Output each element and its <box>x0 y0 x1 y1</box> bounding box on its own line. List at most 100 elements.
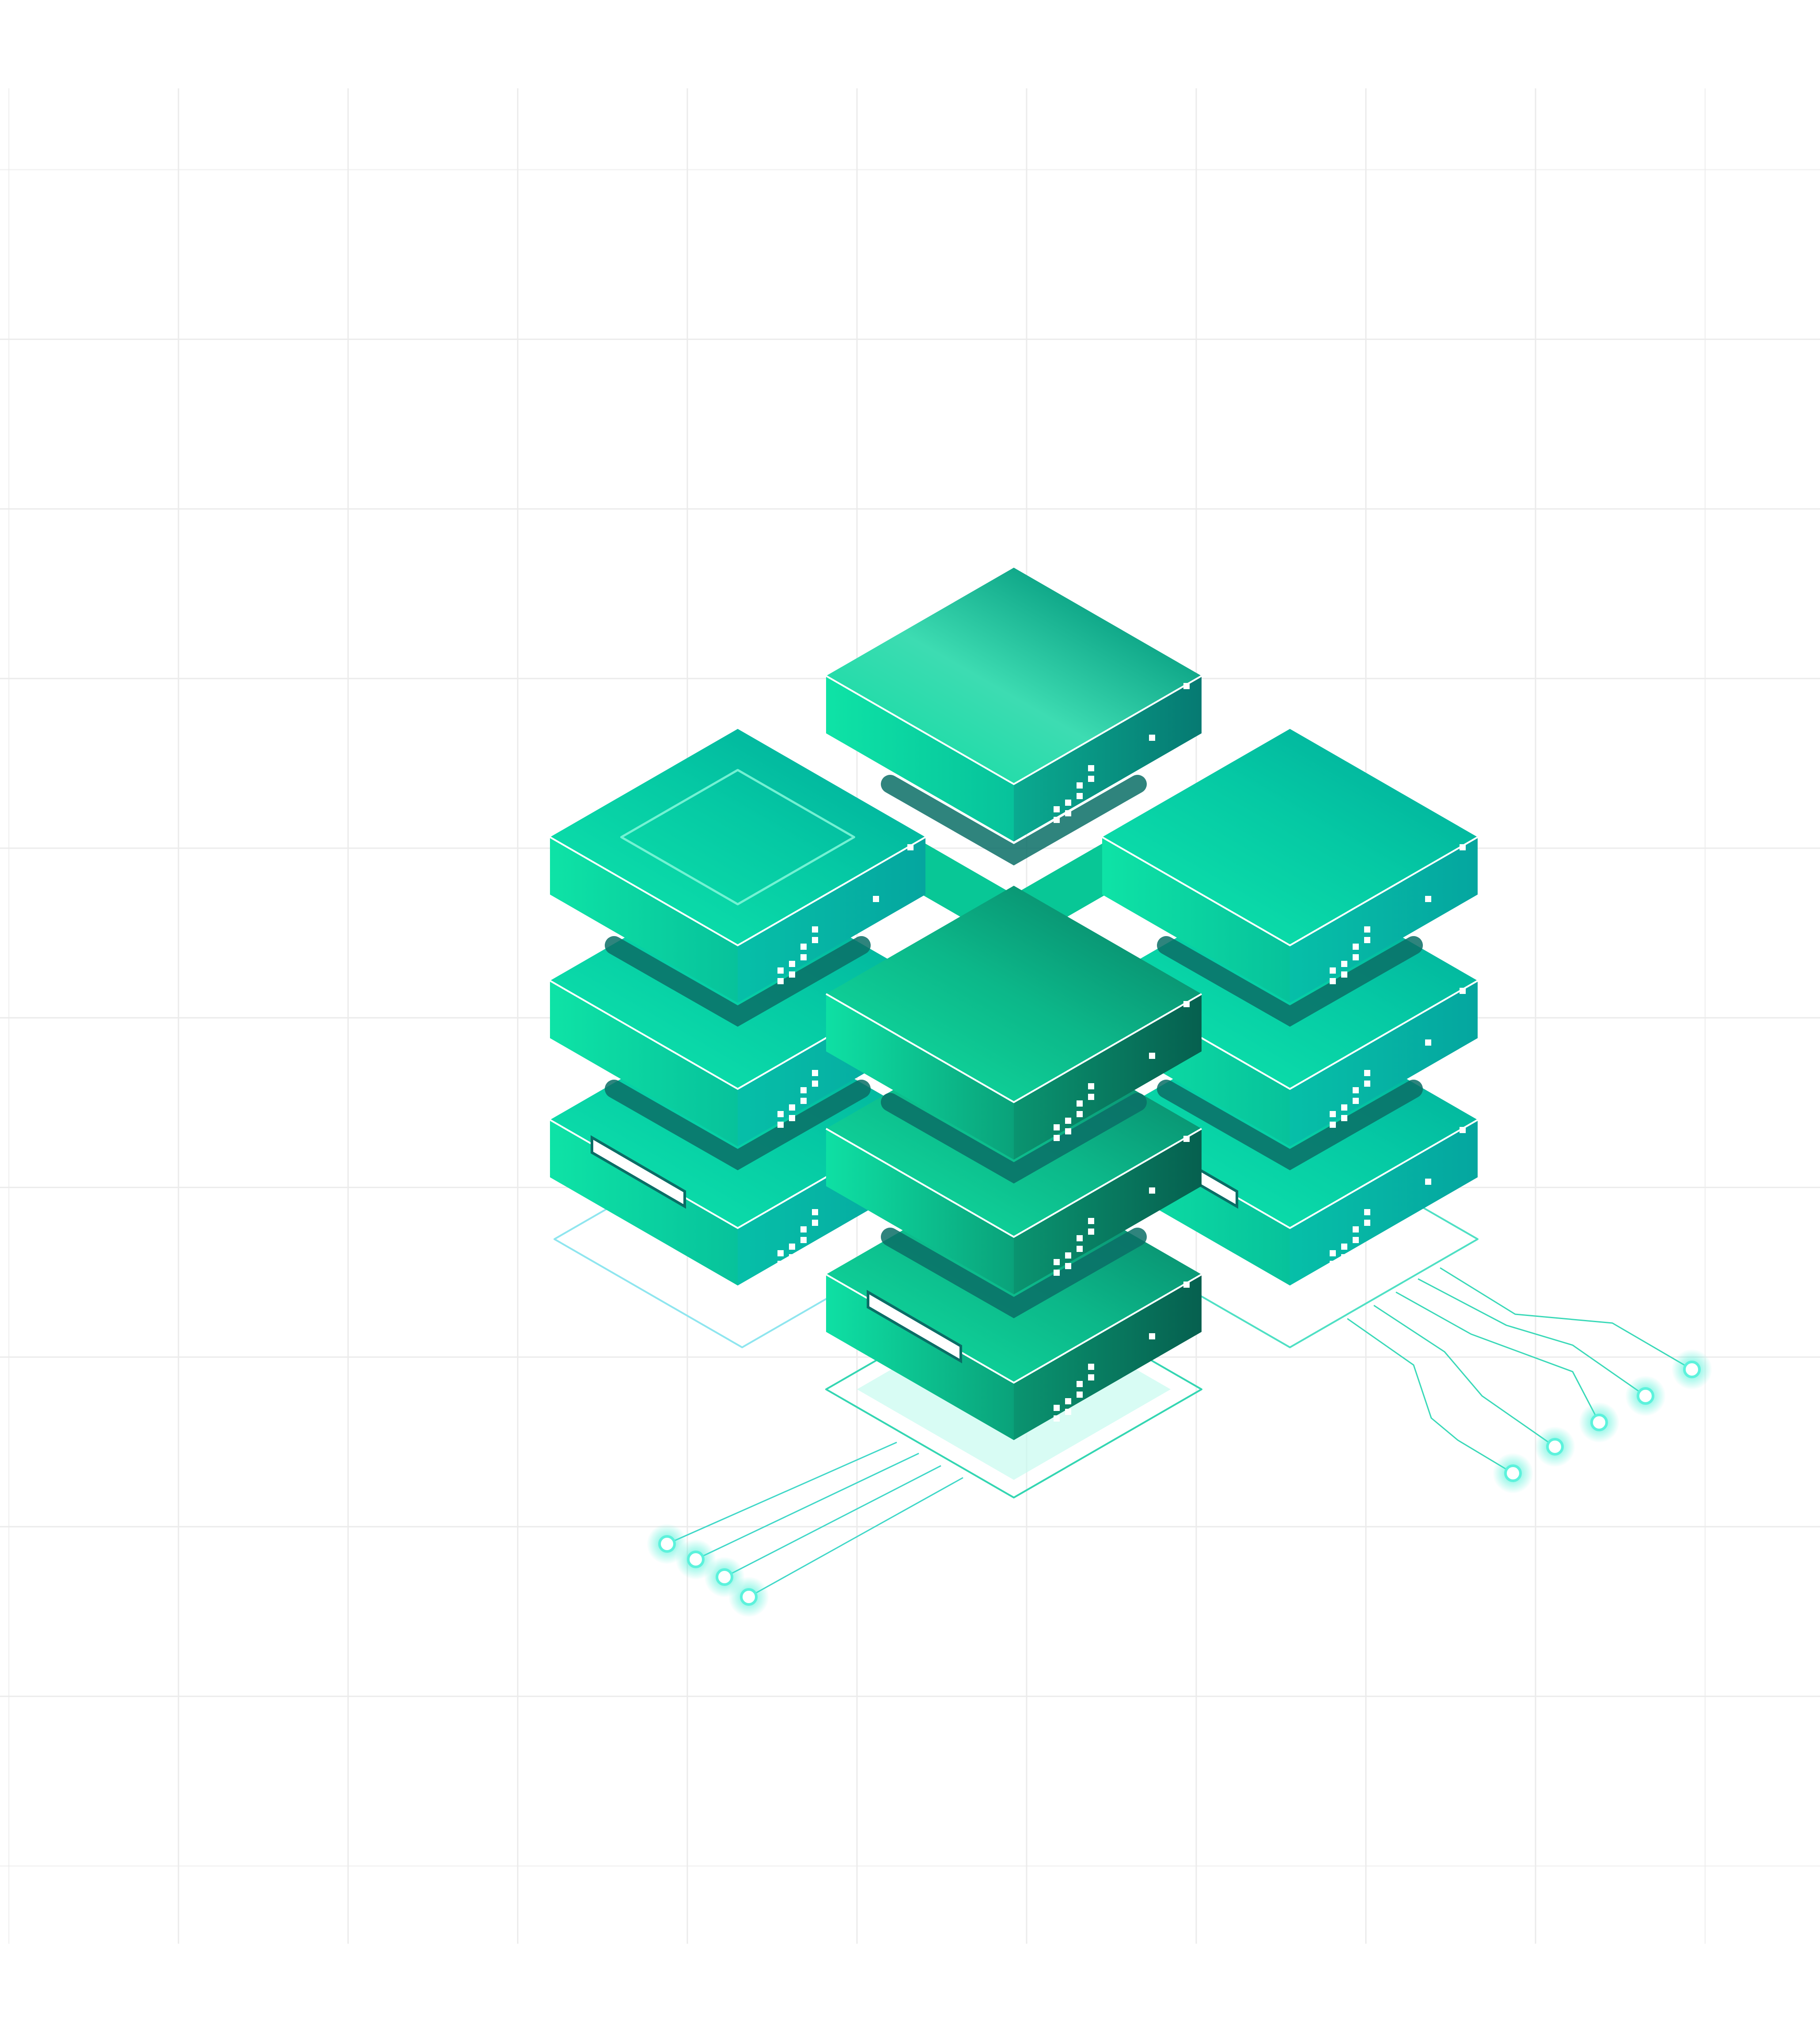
status-led <box>1364 1081 1370 1087</box>
glow-node <box>1590 1414 1608 1431</box>
status-led <box>1341 971 1347 978</box>
circuit-wire-icon <box>667 1441 897 1545</box>
status-led <box>1054 1270 1060 1276</box>
status-led <box>789 1254 795 1260</box>
status-led <box>1341 1244 1347 1250</box>
glow-node <box>1683 1361 1701 1378</box>
status-led <box>800 1237 807 1243</box>
status-led <box>800 1098 807 1104</box>
circuit-wire-icon <box>695 1452 919 1560</box>
drive-slot-icon <box>881 1228 1147 1319</box>
server-edge <box>826 675 1202 785</box>
status-led-grid-icon <box>1054 683 1190 823</box>
status-led <box>1065 1263 1071 1269</box>
status-led <box>1054 817 1060 823</box>
status-led <box>1330 1122 1336 1128</box>
glow-node-icon <box>1493 1453 1533 1494</box>
status-led <box>1149 1187 1155 1194</box>
status-led <box>1054 1259 1060 1265</box>
server-unit-icon <box>826 568 1202 866</box>
status-led <box>1088 776 1094 782</box>
status-led-grid-icon <box>1330 1127 1466 1267</box>
server-edge <box>1102 836 1478 947</box>
status-led <box>1330 1261 1336 1267</box>
status-led <box>1054 1415 1060 1422</box>
server-left-face <box>550 981 738 1146</box>
glow-node <box>1637 1387 1654 1405</box>
status-led <box>789 1104 795 1111</box>
status-led <box>1077 1381 1083 1387</box>
status-led <box>1341 1115 1347 1121</box>
glow-node <box>1546 1438 1564 1456</box>
status-led <box>1353 1226 1359 1232</box>
glow-node-icon <box>728 1577 769 1617</box>
status-led <box>1364 1209 1370 1215</box>
server-unit-icon <box>550 729 926 1027</box>
circuit-wires <box>647 1267 1712 1617</box>
status-led <box>777 1261 784 1267</box>
status-led <box>812 1220 818 1226</box>
drive-slot-icon <box>881 775 1147 866</box>
server-right-face <box>1290 1120 1478 1286</box>
circuit-wire-icon <box>748 1477 963 1598</box>
server-left-face <box>550 1120 738 1286</box>
status-led <box>1077 1235 1083 1241</box>
status-led <box>800 1226 807 1232</box>
server-left-face <box>1102 837 1290 1003</box>
status-led <box>777 978 784 984</box>
status-led <box>1330 1111 1336 1117</box>
status-led <box>1088 1218 1094 1224</box>
status-led <box>1183 1136 1190 1142</box>
status-led <box>1425 1179 1431 1185</box>
status-led-grid-icon <box>1054 1282 1190 1422</box>
status-led <box>789 971 795 978</box>
status-led <box>812 1209 818 1215</box>
status-led <box>1364 1220 1370 1226</box>
drive-slot-icon <box>591 1135 686 1209</box>
status-led-grid-icon <box>777 844 914 984</box>
status-led <box>907 844 914 850</box>
status-led <box>777 1250 784 1256</box>
status-led <box>1364 1070 1370 1076</box>
status-led <box>812 926 818 933</box>
drive-slot-icon <box>1157 936 1423 1027</box>
server-unit-icon <box>1102 729 1478 1027</box>
status-led <box>1425 896 1431 902</box>
status-led <box>1425 1039 1431 1046</box>
status-led <box>1353 954 1359 960</box>
status-led <box>1330 1250 1336 1256</box>
status-led <box>1460 988 1466 994</box>
status-led <box>1065 810 1071 816</box>
status-led <box>1077 1100 1083 1107</box>
status-led <box>777 1122 784 1128</box>
status-led <box>1088 1094 1094 1100</box>
status-led <box>1065 1252 1071 1259</box>
status-led <box>1077 1392 1083 1398</box>
circuit-wire-icon <box>1418 1278 1646 1397</box>
status-led <box>1065 800 1071 806</box>
status-led <box>1149 1053 1155 1059</box>
status-led-grid-icon <box>1330 988 1466 1128</box>
status-led <box>1054 1124 1060 1130</box>
status-led <box>1065 1118 1071 1124</box>
server-left-face <box>826 994 1014 1160</box>
status-led <box>1054 806 1060 812</box>
glow-node-icon <box>1535 1426 1575 1467</box>
server-top-inset <box>620 769 855 906</box>
status-led <box>1341 1104 1347 1111</box>
status-led <box>1088 1229 1094 1235</box>
server-unit-icon <box>826 886 1202 1184</box>
status-led-grid-icon <box>1330 844 1466 984</box>
status-led-grid-icon <box>1054 1001 1190 1141</box>
status-led-grid-icon <box>1054 1136 1190 1276</box>
glow-node <box>1504 1464 1522 1482</box>
glow-node-icon <box>1672 1349 1712 1390</box>
status-led <box>789 1115 795 1121</box>
server-right-face <box>738 837 925 1003</box>
status-led <box>1364 926 1370 933</box>
server-right-face <box>1014 676 1202 842</box>
server-edge <box>826 1128 1202 1238</box>
glow-node <box>687 1551 705 1568</box>
status-led <box>1460 844 1466 850</box>
status-led <box>1149 1333 1155 1339</box>
